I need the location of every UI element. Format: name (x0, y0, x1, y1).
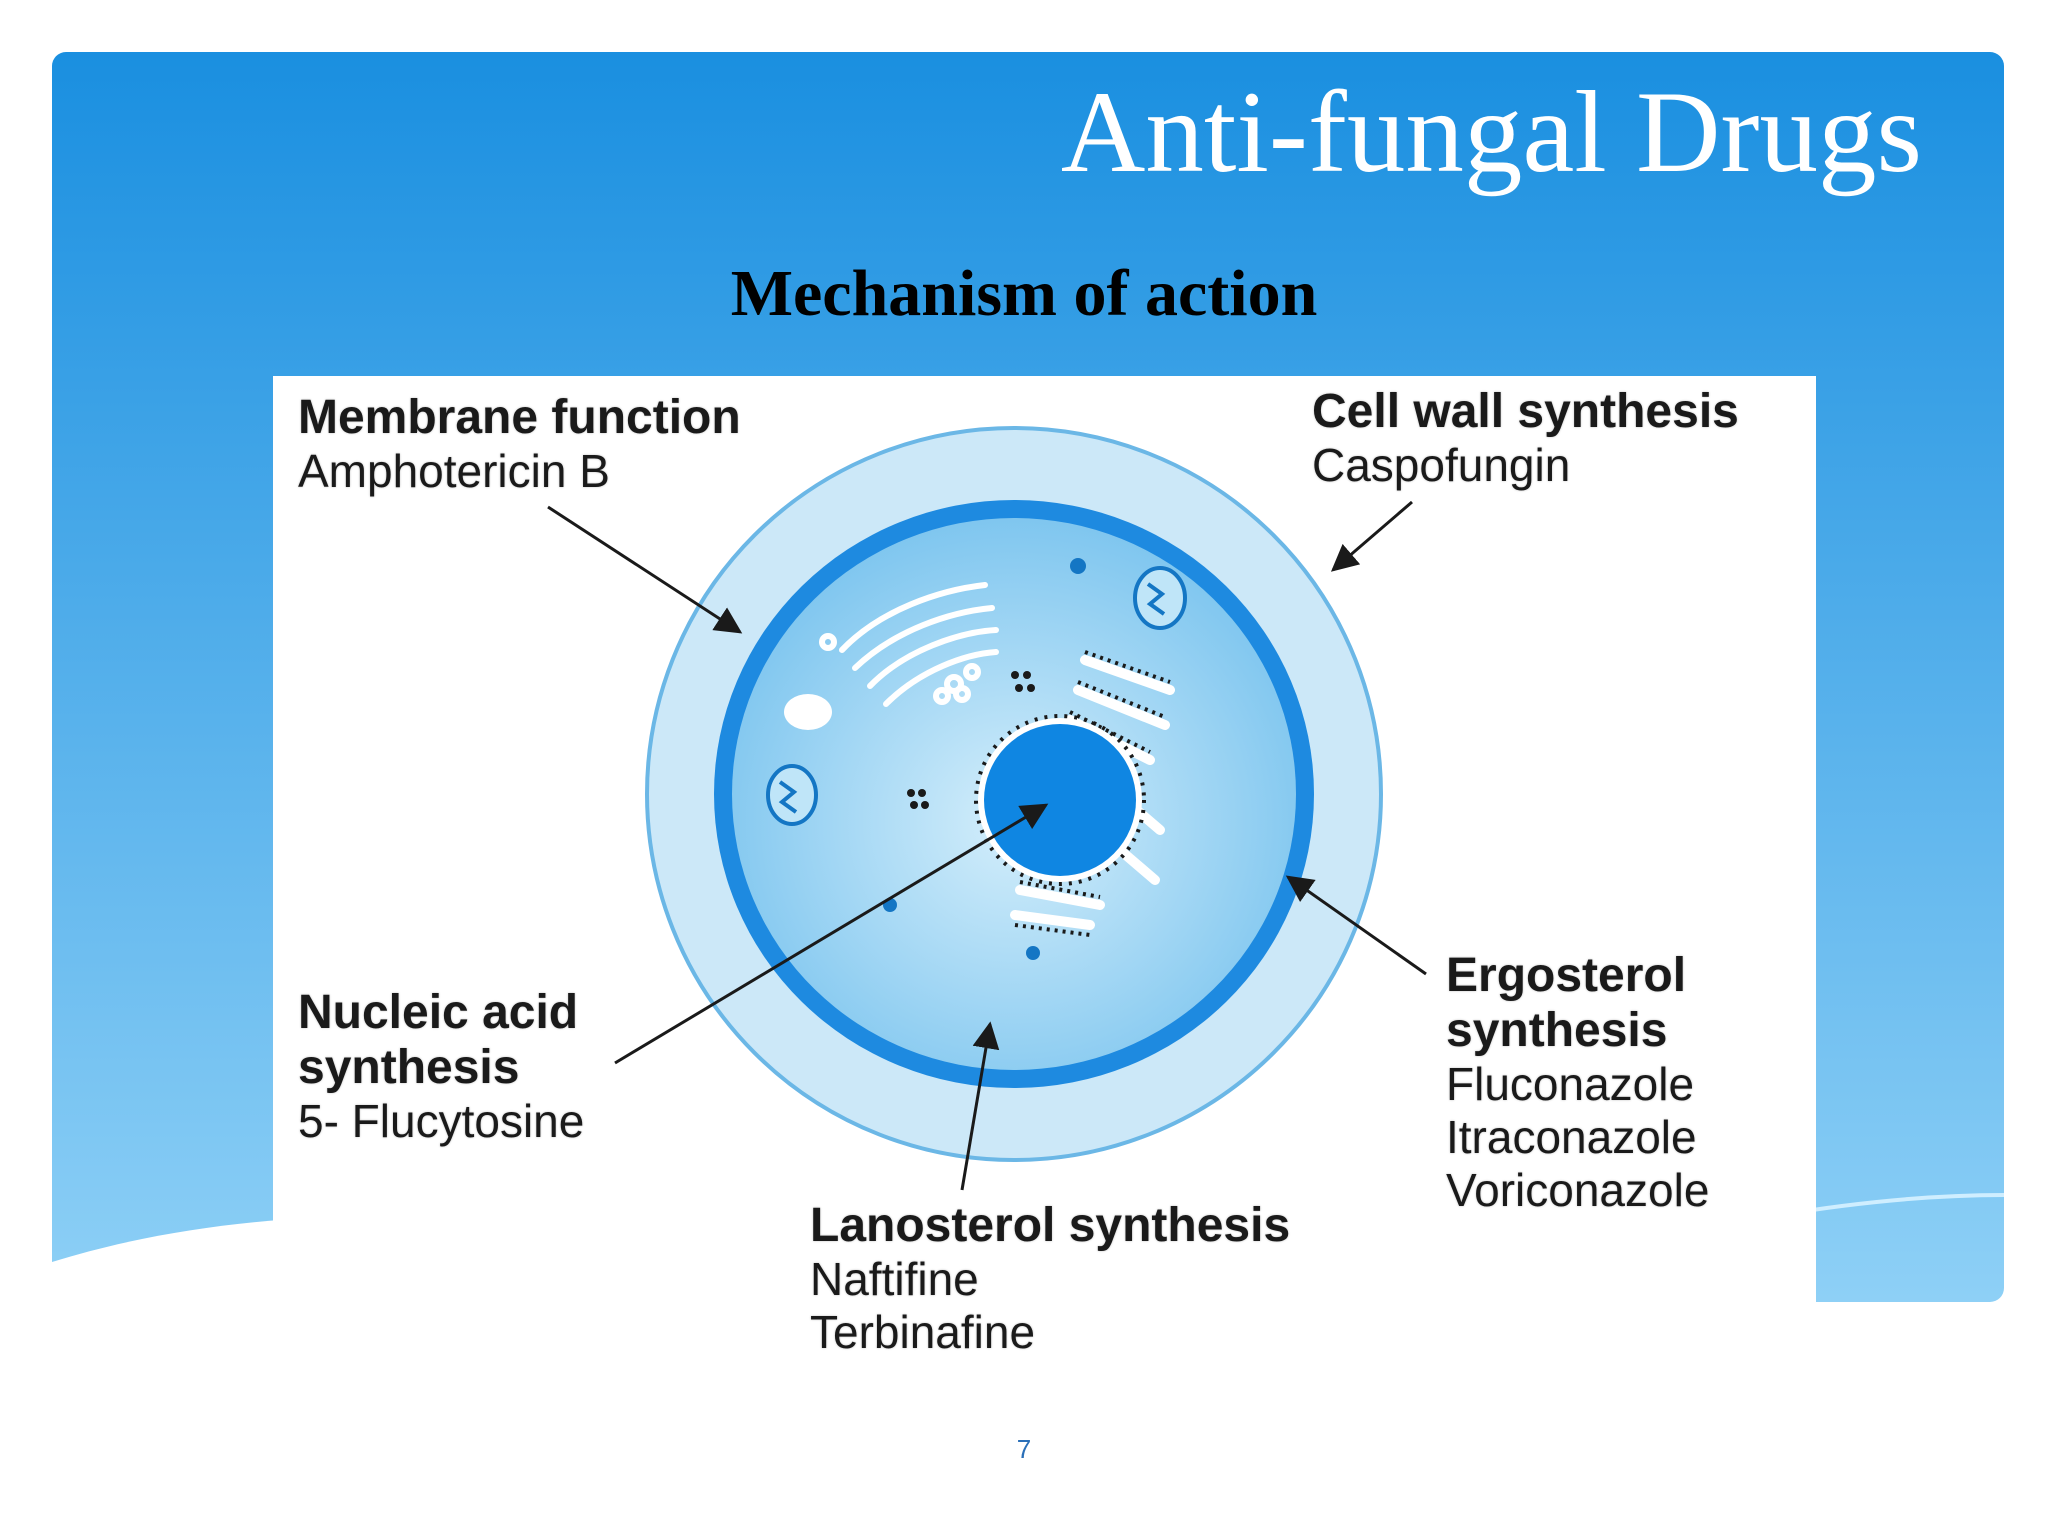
label-cell-wall: Cell wall synthesis Caspofungin (1312, 384, 1739, 492)
ergosterol-drug-1: Fluconazole (1446, 1058, 1695, 1111)
ergosterol-heading-1: Ergosterol (1446, 949, 1687, 1002)
slide-title: Anti-fungal Drugs (1060, 68, 1922, 197)
membrane-drugs: Amphotericin B (298, 445, 610, 498)
arrow-nucleic-acid (614, 803, 1049, 1065)
page-number: 7 (1016, 1434, 1032, 1464)
label-ergosterol: Ergosterol synthesis Fluconazole Itracon… (1446, 948, 1709, 1217)
vacuole (784, 694, 832, 730)
label-lanosterol: Lanosterol synthesis Naftifine Terbinafi… (810, 1198, 1290, 1359)
nucleus (974, 714, 1146, 886)
lanosterol-heading: Lanosterol synthesis (810, 1199, 1291, 1252)
mitochondrion-left (766, 764, 818, 826)
er-ribosome-dots (1014, 650, 1171, 937)
mitochondrion-top (1133, 566, 1187, 630)
golgi-apparatus (819, 582, 999, 707)
ribosomes (907, 671, 1035, 809)
pointer-arrows (547, 500, 1427, 1191)
arrow-membrane (547, 505, 743, 634)
bottom-wave-right (1300, 1340, 2004, 1536)
lanosterol-drug-1: Naftifine (810, 1253, 979, 1306)
membrane-heading: Membrane function (298, 391, 741, 444)
lanosterol-drug-2: Terbinafine (810, 1306, 1036, 1359)
slide-subtitle: Mechanism of action (730, 257, 1318, 330)
nucleic-acid-drugs: 5- Flucytosine (298, 1095, 585, 1148)
arrow-lanosterol (960, 1021, 1000, 1191)
cell-wall-drugs: Caspofungin (1312, 439, 1571, 492)
label-nucleic-acid: Nucleic acid synthesis 5- Flucytosine (298, 985, 584, 1148)
cell-wall-heading: Cell wall synthesis (1312, 385, 1739, 438)
ergosterol-drug-3: Voriconazole (1446, 1164, 1710, 1217)
nucleic-acid-heading-1: Nucleic acid (298, 986, 579, 1039)
ergosterol-drug-2: Itraconazole (1446, 1111, 1697, 1164)
arrow-ergosterol (1285, 875, 1427, 976)
arrow-cell-wall (1330, 500, 1413, 572)
label-membrane-function: Membrane function Amphotericin B (298, 390, 741, 498)
ergosterol-heading-2: synthesis (1446, 1004, 1668, 1058)
nucleic-acid-heading-2: synthesis (298, 1041, 520, 1095)
